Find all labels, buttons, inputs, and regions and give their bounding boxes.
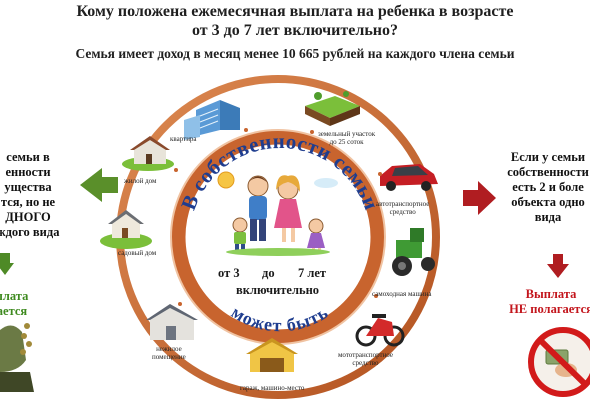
apartment-icon bbox=[184, 100, 240, 140]
car-icon bbox=[380, 164, 438, 191]
no-money-icon bbox=[528, 327, 590, 397]
left-line-5: ДНОГО bbox=[5, 210, 51, 224]
connector-dot bbox=[178, 302, 182, 306]
left-line-6: ждого вида bbox=[0, 225, 60, 239]
label-garage: гараж, машино-место bbox=[240, 384, 305, 392]
label-moto-line1: мототранспортное bbox=[338, 351, 393, 359]
mother-leg-right bbox=[291, 228, 295, 242]
right-result-line-2: НЕ полагается bbox=[509, 302, 590, 316]
father-shirt bbox=[249, 196, 267, 220]
left-down-arrow-icon bbox=[0, 253, 14, 275]
title-line-1: Кому положена ежемесячная выплата на реб… bbox=[76, 3, 514, 20]
grass bbox=[226, 248, 330, 256]
garden-house-icon bbox=[100, 210, 152, 249]
label-nonres-line1: нежилое bbox=[156, 345, 182, 353]
right-condition-text: Если у семьи собственности есть 2 и боле… bbox=[500, 150, 590, 225]
connector-dot bbox=[174, 168, 178, 172]
center-age-mid: до bbox=[262, 266, 275, 280]
cloud-icon bbox=[314, 178, 338, 188]
left-line-4: тся, но не bbox=[0, 195, 56, 209]
right-line-4: объекта одно bbox=[511, 195, 585, 209]
connector-dot bbox=[378, 172, 382, 176]
center-inclusive: включительно bbox=[236, 283, 320, 297]
right-line-2: собственности bbox=[507, 165, 589, 179]
label-apartment: квартира bbox=[170, 135, 197, 143]
label-motorcycle: мототранспортное средство bbox=[338, 351, 393, 367]
center-age-from: от 3 bbox=[218, 266, 240, 280]
non-residential-icon bbox=[146, 304, 198, 340]
land-plot-icon bbox=[305, 91, 360, 126]
label-land-line1: земельный участок bbox=[318, 130, 376, 138]
left-line-3: ущества bbox=[4, 180, 52, 194]
girl-dress bbox=[307, 233, 325, 248]
left-line-1: семьи в bbox=[6, 150, 50, 164]
center-age-to: 7 лет bbox=[298, 266, 327, 280]
left-condition-text: семьи в енности ущества тся, но не ДНОГО… bbox=[0, 150, 74, 240]
left-result-text: плата ается bbox=[0, 289, 44, 319]
boy-head bbox=[232, 217, 248, 233]
right-arrow-icon bbox=[463, 181, 496, 215]
house-icon bbox=[122, 136, 174, 171]
connector-dot bbox=[374, 294, 378, 298]
motorcycle-icon bbox=[355, 314, 405, 347]
label-non-residential: нежилое помещение bbox=[152, 345, 186, 361]
label-moto-line2: средство bbox=[352, 359, 379, 367]
left-line-2: енности bbox=[5, 165, 51, 179]
father-head bbox=[247, 175, 269, 197]
left-result-line-1: плата bbox=[0, 289, 29, 303]
left-arrow-icon bbox=[80, 168, 118, 202]
left-result-line-2: ается bbox=[0, 304, 28, 318]
page-subtitle: Семья имеет доход в месяц менее 10 665 р… bbox=[75, 46, 515, 61]
title-line-2: от 3 до 7 лет включительно? bbox=[192, 22, 398, 39]
right-down-arrow-icon bbox=[547, 254, 569, 278]
father-leg-left bbox=[250, 219, 257, 241]
page-title: Кому положена ежемесячная выплата на реб… bbox=[0, 2, 590, 40]
connector-dot bbox=[310, 130, 314, 134]
boy-leg-right bbox=[241, 244, 245, 252]
label-nonres-line2: помещение bbox=[152, 353, 186, 361]
tractor-icon bbox=[392, 228, 435, 276]
sun-icon bbox=[217, 171, 235, 189]
label-tractor: самоходная машина bbox=[372, 290, 432, 298]
right-line-1: Если у семьи bbox=[510, 150, 586, 164]
mother-leg-left bbox=[282, 228, 286, 242]
boy-shirt bbox=[234, 232, 246, 244]
right-line-3: есть 2 и боле bbox=[512, 180, 584, 194]
right-result-line-1: Выплата bbox=[525, 287, 577, 301]
label-land-line2: до 25 соток bbox=[329, 138, 364, 146]
girl-head bbox=[308, 218, 324, 234]
connector-dot bbox=[244, 128, 248, 132]
label-garden-house: садовый дом bbox=[118, 249, 157, 257]
mother-dress bbox=[274, 199, 302, 228]
right-result-text: Выплата НЕ полагается bbox=[496, 287, 590, 317]
father-leg-right bbox=[259, 219, 266, 241]
father-hair bbox=[248, 176, 268, 183]
label-car-line2: средство bbox=[389, 208, 416, 216]
label-car: автотранспортное средство bbox=[376, 200, 429, 216]
garage-icon bbox=[246, 338, 298, 372]
boy-leg-left bbox=[235, 244, 239, 252]
family-illustration bbox=[217, 171, 338, 256]
mother-hair bbox=[276, 175, 300, 192]
right-line-5: вида bbox=[534, 210, 562, 224]
label-car-line1: автотранспортное bbox=[376, 200, 430, 208]
label-land: земельный участок до 25 соток bbox=[318, 130, 375, 146]
label-house: жилой дом bbox=[124, 177, 157, 185]
coins-illustration bbox=[0, 323, 34, 392]
